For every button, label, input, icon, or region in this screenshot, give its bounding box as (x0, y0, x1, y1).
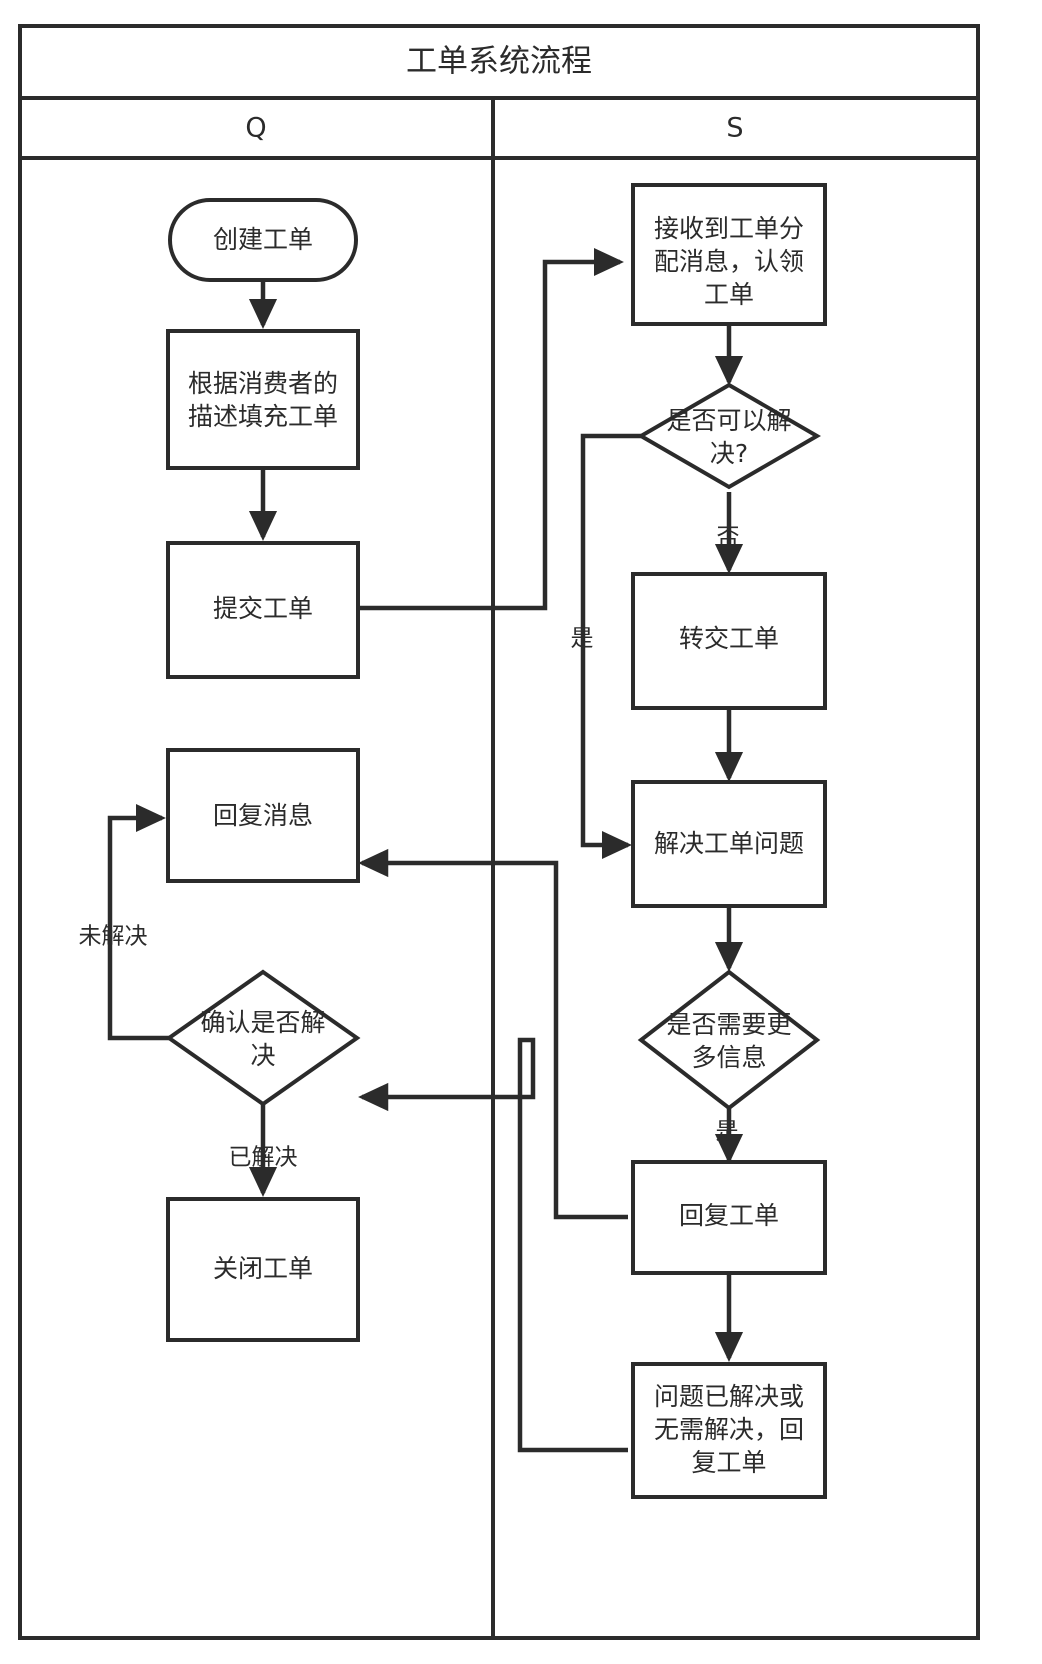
edge-replyticket-to-replymessage (358, 848, 628, 1220)
node-label-confirm-resolved-line2: 决 (250, 1041, 275, 1070)
node-label-can-resolve-line2: 决? (710, 439, 748, 468)
node-label-resolved-or-none-line3: 复工单 (691, 1448, 766, 1477)
edge-submit-to-receive (358, 247, 624, 611)
node-label-receive-assign-line1: 接收到工单分 (654, 214, 804, 243)
node-transfer-ticket[interactable]: 转交工单 (631, 572, 827, 710)
node-label-receive-assign-line3: 工单 (704, 280, 754, 309)
connectors (107, 247, 744, 1453)
edge-canresolve-yes-to-resolve (580, 433, 641, 860)
node-label-need-more-info-line1: 是否需要更 (666, 1010, 791, 1039)
node-can-resolve[interactable]: 是否可以解 决? (637, 382, 821, 490)
swimlane-frame: 工单系统流程 Q S (18, 24, 980, 1640)
node-receive-assign[interactable]: 接收到工单分 配消息，认领 工单 (631, 183, 827, 326)
lane-label-s: S (726, 113, 743, 144)
node-label-transfer-ticket: 转交工单 (679, 624, 779, 653)
node-reply-message[interactable]: 回复消息 (166, 748, 360, 883)
node-label-submit-ticket: 提交工单 (213, 594, 313, 623)
node-label-can-resolve-line1: 是否可以解 (666, 406, 791, 435)
node-label-fill-ticket-line1: 根据消费者的 (188, 369, 338, 398)
node-resolve-problem[interactable]: 解决工单问题 (631, 780, 827, 908)
node-label-fill-ticket-line2: 描述填充工单 (188, 402, 338, 431)
node-label-resolve-problem: 解决工单问题 (654, 829, 804, 858)
edge-label-can-resolve-yes: 是 (571, 626, 594, 652)
node-label-reply-ticket: 回复工单 (679, 1201, 779, 1230)
node-label-receive-assign-line2: 配消息，认领 (654, 247, 804, 276)
edge-confirm-unresolved-to-replymessage (107, 803, 169, 1041)
edge-label-confirm-resolved: 已解决 (229, 1145, 298, 1171)
node-label-create-ticket: 创建工单 (213, 225, 313, 254)
node-label-close-ticket: 关闭工单 (213, 1254, 313, 1283)
node-resolved-or-none[interactable]: 问题已解决或 无需解决，回 复工单 (631, 1362, 827, 1499)
edge-resolvedornone-to-confirm (358, 1037, 628, 1453)
node-need-more-info[interactable]: 是否需要更 多信息 (637, 969, 821, 1111)
node-label-resolved-or-none-line1: 问题已解决或 (654, 1382, 804, 1411)
node-label-need-more-info-line2: 多信息 (691, 1043, 766, 1072)
diagram-title: 工单系统流程 (406, 44, 592, 80)
node-close-ticket[interactable]: 关闭工单 (166, 1197, 360, 1342)
title-band (18, 24, 980, 100)
node-confirm-resolved[interactable]: 确认是否解 决 (165, 969, 361, 1107)
node-label-reply-message: 回复消息 (213, 801, 313, 830)
edge-labels: 否 是 是 未解决 已解决 (79, 525, 740, 1171)
edge-label-confirm-unresolved: 未解决 (79, 924, 148, 950)
node-reply-ticket[interactable]: 回复工单 (631, 1160, 827, 1275)
node-fill-ticket[interactable]: 根据消费者的 描述填充工单 (166, 329, 360, 470)
node-label-confirm-resolved-line1: 确认是否解 (200, 1008, 325, 1037)
edge-label-can-resolve-no: 否 (717, 525, 740, 551)
edge-label-need-more-info-yes: 是 (716, 1119, 739, 1145)
lane-label-q: Q (245, 113, 266, 144)
node-create-ticket[interactable]: 创建工单 (168, 198, 358, 282)
node-label-resolved-or-none-line2: 无需解决，回 (654, 1415, 804, 1444)
node-submit-ticket[interactable]: 提交工单 (166, 541, 360, 679)
